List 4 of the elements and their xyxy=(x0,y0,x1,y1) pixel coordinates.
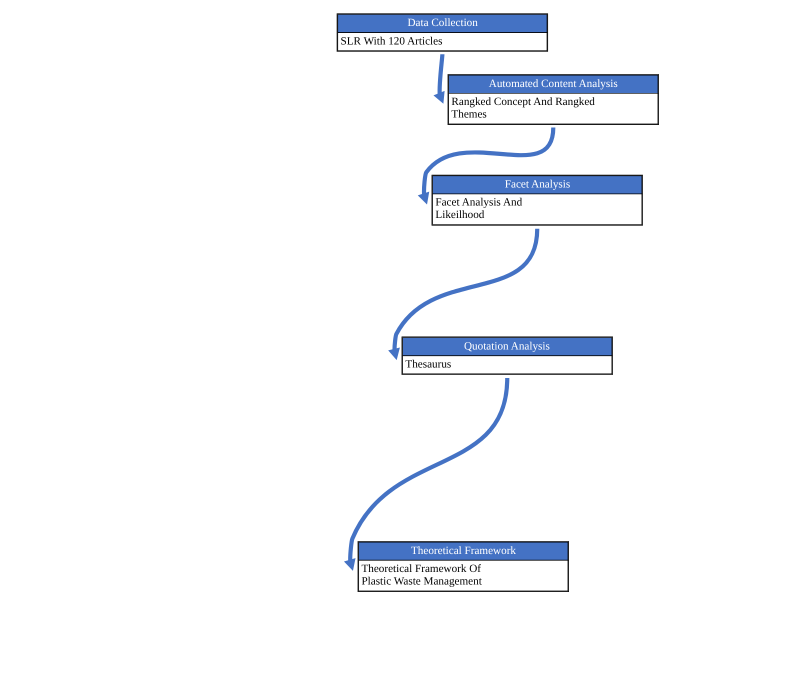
arrow xyxy=(344,378,510,571)
arrow xyxy=(433,54,445,104)
arrow xyxy=(418,127,556,204)
arrow xyxy=(388,228,540,360)
